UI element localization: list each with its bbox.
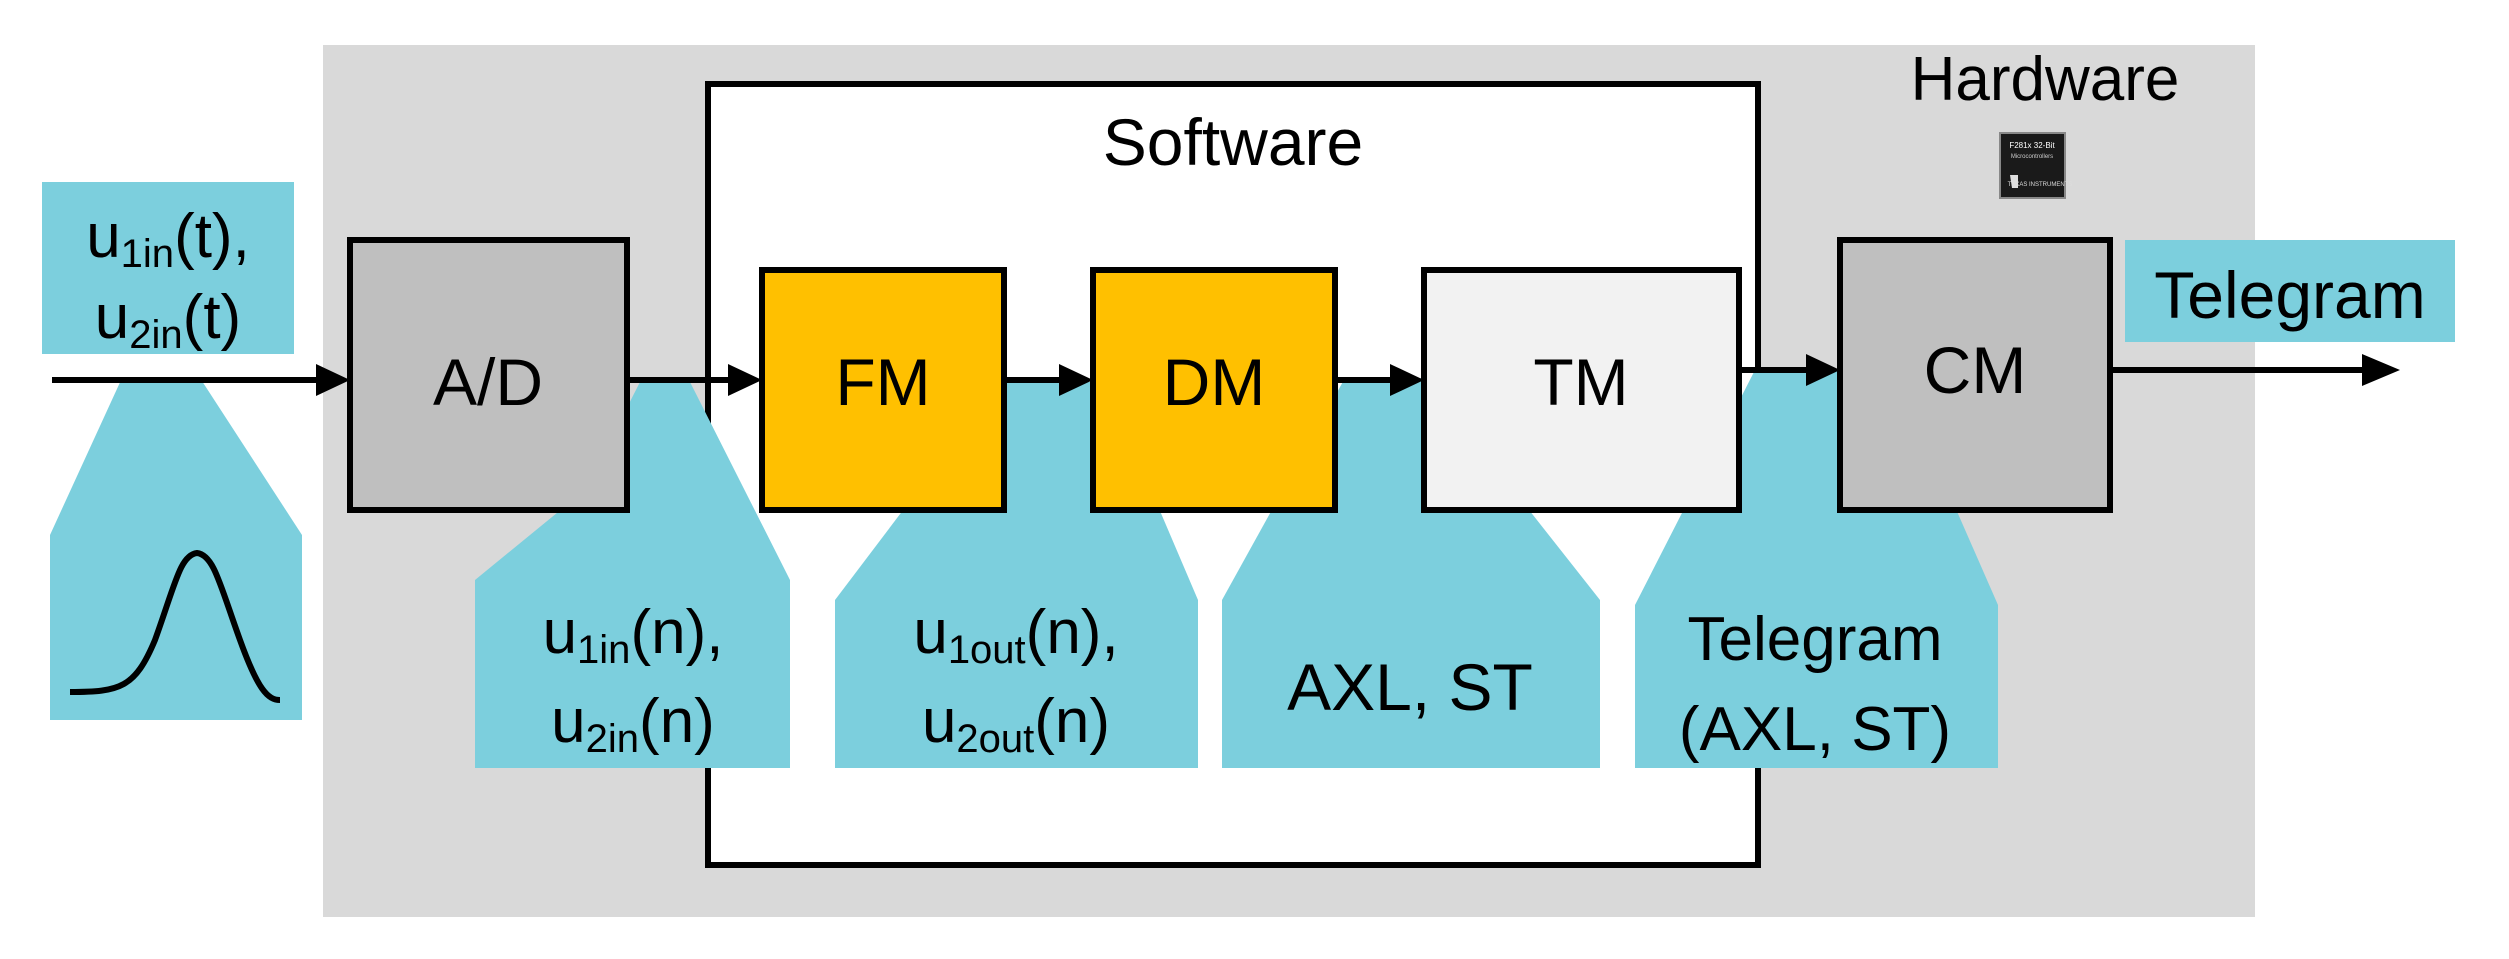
tm-block [1421, 267, 1742, 513]
input-signal-line1: u1in(t), [86, 202, 250, 276]
callout-after-dm-text: AXL, ST [1287, 650, 1533, 724]
hardware-label: Hardware [1911, 45, 2180, 114]
ad-block [347, 237, 630, 513]
software-label: Software [1103, 105, 1363, 179]
callout-after-ad-line1: u1in(n), [543, 598, 724, 672]
fm-block-label: FM [835, 345, 930, 419]
input-signal-line2: u2in(t) [95, 283, 241, 357]
svg-text:TEXAS INSTRUMENTS: TEXAS INSTRUMENTS [2008, 182, 2073, 188]
callout-after-ad [475, 382, 790, 768]
ad-block-label: A/D [433, 345, 543, 419]
callout-after-fm-line1: u1out(n), [913, 598, 1118, 672]
callout-after-tm-line2: (AXL, ST) [1679, 695, 1951, 764]
output-telegram-callout [2125, 240, 2455, 342]
svg-text:F281x 32-Bit: F281x 32-Bit [2009, 141, 2055, 150]
pulse-callout [50, 378, 302, 720]
fm-block [759, 267, 1007, 513]
output-telegram-label: Telegram [2154, 258, 2425, 332]
callout-after-ad-line2: u2in(n) [551, 687, 715, 761]
svg-text:Microcontrollers: Microcontrollers [2011, 154, 2053, 160]
dm-block-label: DM [1163, 345, 1266, 419]
dm-block [1090, 267, 1338, 513]
tm-block-label: TM [1533, 345, 1628, 419]
microcontroller-chip-icon: F281x 32-Bit Microcontrollers TEXAS INST… [1999, 132, 2073, 199]
cm-block-label: CM [1924, 333, 2027, 407]
gaussian-pulse-icon [69, 549, 281, 703]
input-signal-callout [42, 182, 294, 354]
cm-block [1837, 237, 2113, 513]
callout-after-tm-line1: Telegram [1688, 605, 1943, 674]
callout-after-fm-line2: u2out(n) [922, 687, 1110, 761]
